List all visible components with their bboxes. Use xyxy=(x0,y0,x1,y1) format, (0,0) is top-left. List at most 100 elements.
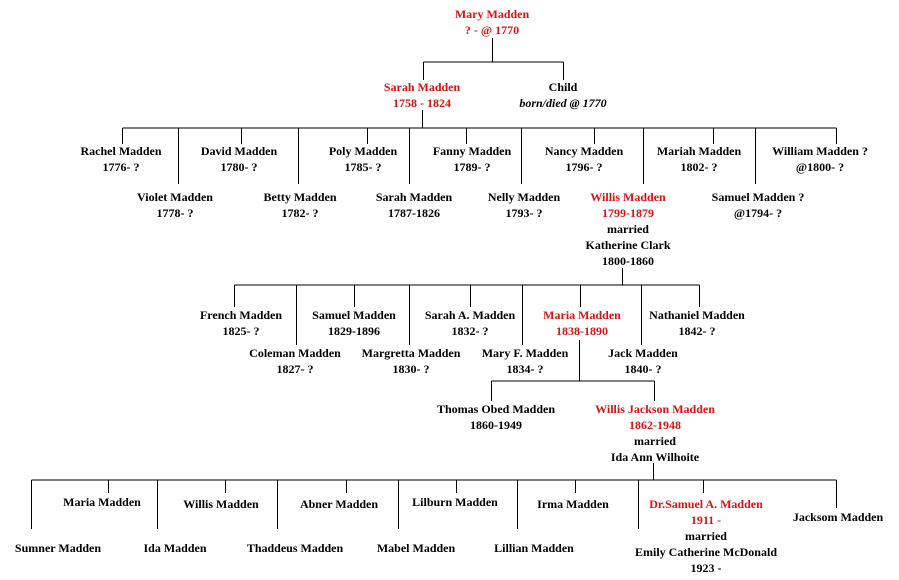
person-name: Maria Madden xyxy=(63,495,141,509)
person-name: Nathaniel Madden xyxy=(649,308,745,322)
person-name: Willis Jackson Madden xyxy=(595,402,715,416)
person-ida-madden: Ida Madden xyxy=(143,540,206,556)
connector xyxy=(122,110,837,129)
person-dates: 1802- ? xyxy=(680,160,718,174)
person-dates: 1827- ? xyxy=(276,362,314,376)
person-french-madden: French Madden 1825- ? xyxy=(200,307,282,339)
person-name: Lilburn Madden xyxy=(412,495,498,509)
person-mary-madden: Mary Madden ? - @ 1770 xyxy=(455,6,529,38)
person-name: Samuel Madden xyxy=(312,308,396,322)
connector xyxy=(31,480,639,529)
person-dates: born/died @ 1770 xyxy=(519,96,607,110)
person-dates: 1799-1879 xyxy=(602,206,654,220)
person-nancy-madden: Nancy Madden 1796- ? xyxy=(545,143,623,175)
person-dates: 1830- ? xyxy=(392,362,430,376)
person-name: French Madden xyxy=(199,308,283,322)
person-irma-madden: Irma Madden xyxy=(537,496,609,512)
married-label: married xyxy=(607,222,649,236)
connector xyxy=(234,268,700,286)
person-mabel-madden: Mabel Madden xyxy=(377,540,455,556)
person-rachel-madden: Rachel Madden 1776- ? xyxy=(81,143,162,175)
spouse-name: Emily Catherine McDonald xyxy=(635,545,777,559)
person-maria-madden-gen6: Maria Madden xyxy=(63,494,141,510)
person-name: Sarah Madden xyxy=(383,80,461,94)
person-name: Willis Madden xyxy=(183,497,259,511)
person-name: Coleman Madden xyxy=(249,346,341,360)
person-name: Thaddeus Madden xyxy=(246,541,344,555)
person-name: Fanny Madden xyxy=(432,144,512,158)
person-dates: 1758 - 1824 xyxy=(392,96,451,110)
person-david-madden: David Madden 1780- ? xyxy=(201,143,277,175)
connector xyxy=(491,340,655,401)
person-child: Child born/died @ 1770 xyxy=(519,79,606,111)
person-dates: 1778- ? xyxy=(156,206,194,220)
person-dates: 1860-1949 xyxy=(470,418,522,432)
person-jack-madden: Jack Madden 1840- ? xyxy=(608,345,678,377)
person-jacksom-madden: Jacksom Madden xyxy=(793,509,883,525)
person-poly-madden: Poly Madden 1785- ? xyxy=(329,143,397,175)
person-name: Nancy Madden xyxy=(544,144,624,158)
person-name: Mabel Madden xyxy=(376,541,456,555)
person-nathaniel-madden: Nathaniel Madden 1842- ? xyxy=(649,307,745,339)
person-name: Sarah A. Madden xyxy=(424,308,516,322)
person-willis-madden-gen6: Willis Madden xyxy=(183,496,258,512)
person-name: Margretta Madden xyxy=(361,346,461,360)
person-dates: 1780- ? xyxy=(220,160,258,174)
person-name: Rachel Madden xyxy=(80,144,162,158)
person-dates: 1793- ? xyxy=(505,206,543,220)
spouse-dates: 1800-1860 xyxy=(602,254,654,268)
person-name: Samuel Madden ? xyxy=(711,190,805,204)
person-mary-f-madden: Mary F. Madden 1834- ? xyxy=(482,345,569,377)
person-dates: 1776- ? xyxy=(102,160,140,174)
person-dates: 1862-1948 xyxy=(629,418,681,432)
person-dr-samuel-a-madden: Dr.Samuel A. Madden 1911 - married Emily… xyxy=(635,496,777,576)
person-name: Mary F. Madden xyxy=(481,346,569,360)
person-sarah-madden: Sarah Madden 1758 - 1824 xyxy=(384,79,460,111)
connector xyxy=(108,480,837,508)
person-name: David Madden xyxy=(200,144,278,158)
person-coleman-madden: Coleman Madden 1827- ? xyxy=(249,345,341,377)
connector xyxy=(31,463,837,481)
person-fanny-madden: Fanny Madden 1789- ? xyxy=(433,143,511,175)
person-name: Child xyxy=(548,80,578,94)
person-name: Mariah Madden xyxy=(656,144,742,158)
person-name: Violet Madden xyxy=(137,190,213,204)
person-dates: 1796- ? xyxy=(565,160,603,174)
person-name: Sarah Madden xyxy=(375,190,453,204)
person-betty-madden: Betty Madden 1782- ? xyxy=(264,189,337,221)
person-name: Thomas Obed Madden xyxy=(436,402,556,416)
person-name: William Madden ? xyxy=(772,144,868,158)
person-name: Abner Madden xyxy=(299,497,379,511)
person-name: Mary Madden xyxy=(454,7,530,21)
person-name: Maria Madden xyxy=(543,308,621,322)
person-violet-madden: Violet Madden 1778- ? xyxy=(137,189,213,221)
person-abner-madden: Abner Madden xyxy=(300,496,378,512)
person-sarah-a-madden: Sarah A. Madden 1832- ? xyxy=(425,307,515,339)
person-name: Willis Madden xyxy=(590,190,666,204)
person-dates: 1782- ? xyxy=(281,206,319,220)
connector xyxy=(178,144,756,184)
person-sumner-madden: Sumner Madden xyxy=(15,540,101,556)
person-dates: 1825- ? xyxy=(222,324,260,338)
person-willis-madden: Willis Madden 1799-1879 married Katherin… xyxy=(586,189,671,269)
married-label: married xyxy=(634,434,676,448)
person-maria-madden: Maria Madden 1838-1890 xyxy=(543,307,621,339)
connector xyxy=(423,38,564,80)
person-name: Irma Madden xyxy=(537,497,609,511)
person-dates: 1829-1896 xyxy=(328,324,380,338)
person-dates: 1911 - xyxy=(690,513,722,527)
person-name: Betty Madden xyxy=(263,190,337,204)
spouse-dates: 1923 - xyxy=(690,561,722,575)
person-dates: 1842- ? xyxy=(678,324,716,338)
person-dates: @1800- ? xyxy=(795,160,845,174)
person-dates: 1834- ? xyxy=(506,362,544,376)
person-name: Lillian Madden xyxy=(494,541,574,555)
person-lilburn-madden: Lilburn Madden xyxy=(412,494,498,510)
connector xyxy=(234,285,700,307)
person-nelly-madden: Nelly Madden 1793- ? xyxy=(488,189,560,221)
person-name: Ida Madden xyxy=(143,541,207,555)
person-dates: 1838-1890 xyxy=(555,324,608,338)
person-name: Dr.Samuel A. Madden xyxy=(649,497,763,511)
person-samuel-madden-1829: Samuel Madden 1829-1896 xyxy=(312,307,396,339)
